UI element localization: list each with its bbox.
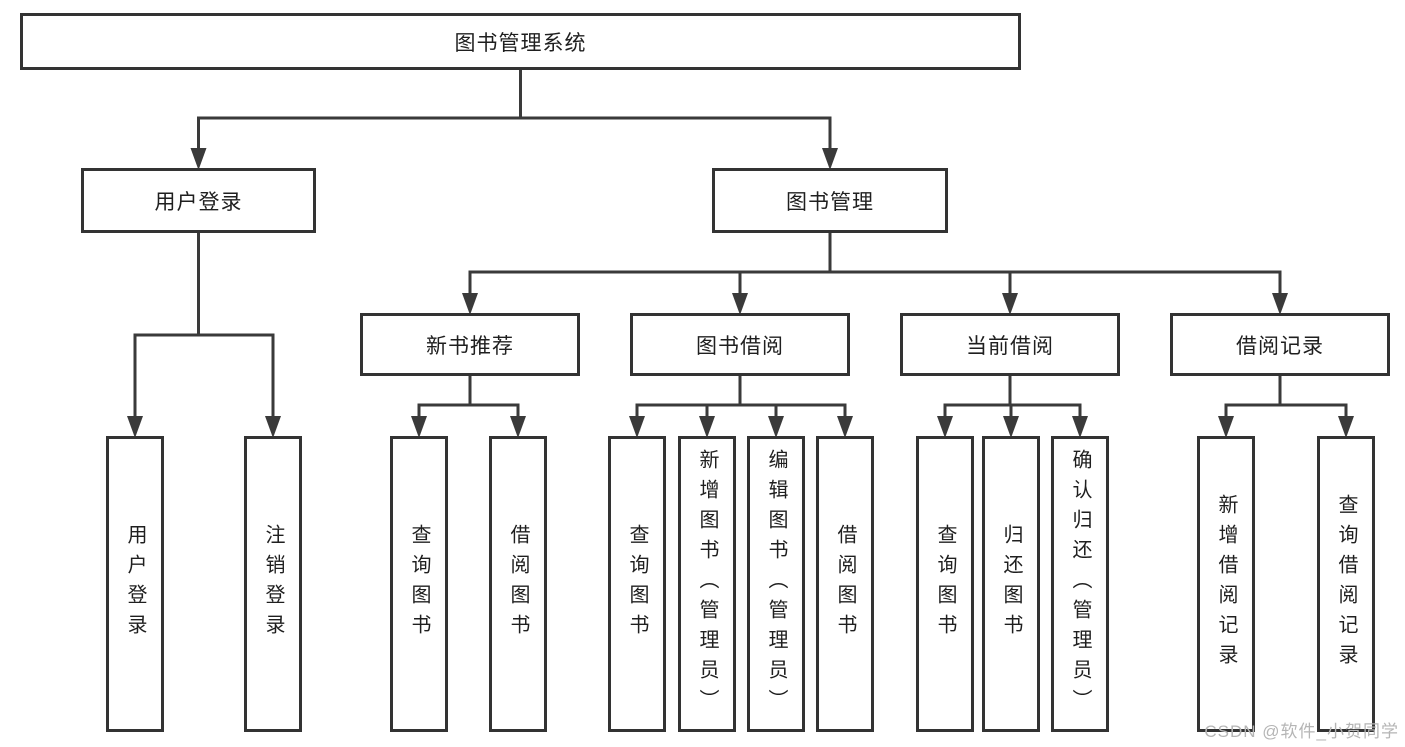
node-label-leaf-logout: 注销登录: [262, 524, 284, 644]
node-label-new-book-rec: 新书推荐: [426, 334, 514, 358]
node-book-borrow: 图书借阅: [630, 313, 850, 376]
node-label-leaf-add-record: 新增借阅记录: [1215, 494, 1237, 674]
node-label-leaf-borrow-book-2: 借阅图书: [834, 524, 856, 644]
node-label-user-login: 用户登录: [154, 190, 243, 214]
node-leaf-edit-book: 编辑图书（管理员）: [747, 436, 805, 732]
node-label-leaf-user-login: 用户登录: [124, 524, 146, 644]
node-leaf-query-record: 查询借阅记录: [1317, 436, 1375, 732]
node-user-login: 用户登录: [81, 168, 316, 233]
node-book-mgmt: 图书管理: [712, 168, 948, 233]
node-leaf-add-book: 新增图书（管理员）: [678, 436, 736, 732]
node-label-leaf-borrow-book-1: 借阅图书: [507, 524, 529, 644]
node-leaf-return-book: 归还图书: [982, 436, 1040, 732]
node-label-leaf-query-book-3: 查询图书: [934, 524, 956, 644]
node-label-root: 图书管理系统: [454, 31, 587, 55]
node-label-leaf-query-book-1: 查询图书: [408, 524, 430, 644]
node-leaf-confirm-return: 确认归还（管理员）: [1051, 436, 1109, 732]
node-leaf-add-record: 新增借阅记录: [1197, 436, 1255, 732]
node-leaf-borrow-book-2: 借阅图书: [816, 436, 874, 732]
node-label-borrow-record: 借阅记录: [1236, 334, 1324, 358]
node-leaf-borrow-book-1: 借阅图书: [489, 436, 547, 732]
node-leaf-query-book-2: 查询图书: [608, 436, 666, 732]
node-current-borrow: 当前借阅: [900, 313, 1120, 376]
node-leaf-query-book-3: 查询图书: [916, 436, 974, 732]
node-new-book-rec: 新书推荐: [360, 313, 580, 376]
node-leaf-query-book-1: 查询图书: [390, 436, 448, 732]
node-leaf-user-login: 用户登录: [106, 436, 164, 732]
node-leaf-logout: 注销登录: [244, 436, 302, 732]
node-label-book-mgmt: 图书管理: [786, 190, 874, 214]
node-label-leaf-confirm-return: 确认归还（管理员）: [1069, 449, 1091, 719]
node-label-leaf-query-book-2: 查询图书: [626, 524, 648, 644]
node-label-leaf-add-book: 新增图书（管理员）: [696, 449, 718, 719]
node-root: 图书管理系统: [20, 13, 1021, 70]
node-label-leaf-return-book: 归还图书: [1000, 524, 1022, 644]
csdn-watermark: CSDN @软件_小贺同学: [1204, 722, 1399, 741]
node-borrow-record: 借阅记录: [1170, 313, 1390, 376]
node-label-current-borrow: 当前借阅: [966, 334, 1054, 358]
node-label-book-borrow: 图书借阅: [696, 334, 784, 358]
node-label-leaf-query-record: 查询借阅记录: [1335, 494, 1357, 674]
node-label-leaf-edit-book: 编辑图书（管理员）: [765, 449, 787, 719]
